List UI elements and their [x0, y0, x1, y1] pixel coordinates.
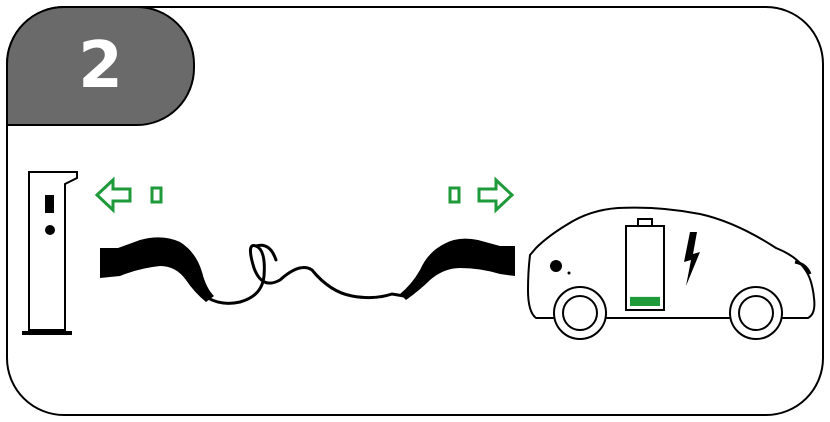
- station-screen: [45, 195, 54, 213]
- charging-cable-icon: [100, 237, 515, 303]
- rear-wheel: [730, 287, 782, 339]
- front-wheel: [554, 287, 606, 339]
- battery-level-fill: [630, 297, 660, 306]
- electric-car-icon: [528, 208, 814, 339]
- car-headlight: [550, 260, 562, 272]
- charging-station-icon: [22, 172, 77, 333]
- arrow-right-icon: [450, 180, 512, 210]
- arrow-left-icon: [97, 180, 161, 210]
- station-button: [45, 225, 55, 235]
- battery-icon: [626, 219, 664, 310]
